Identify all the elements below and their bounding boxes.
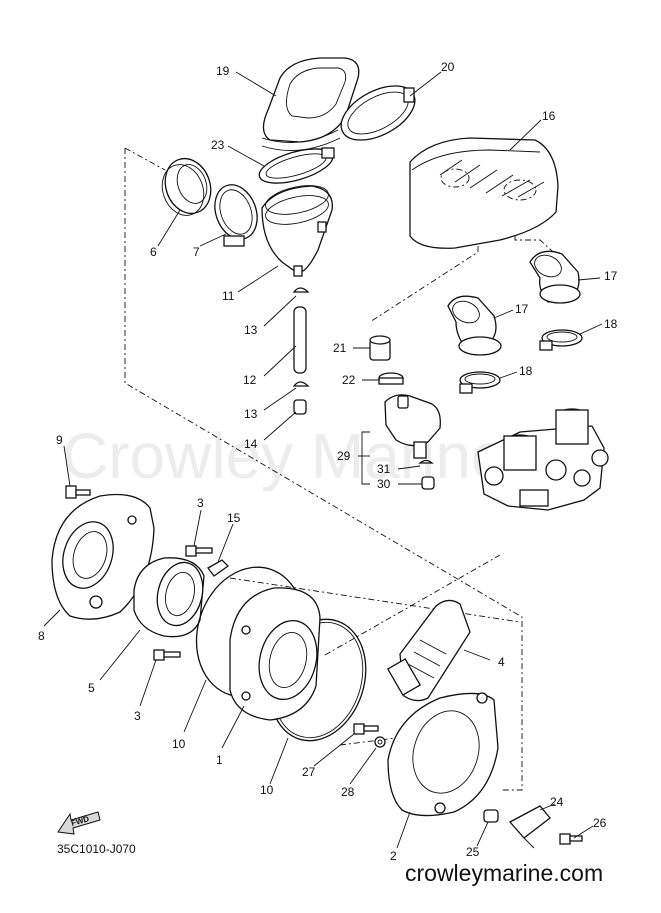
part-3-screw-upper: [185, 545, 213, 557]
callout-5: 5: [88, 681, 95, 695]
callout-10-right: 10: [260, 783, 274, 797]
callout-24: 24: [550, 795, 564, 809]
part-16-air-box: [409, 137, 559, 249]
callout-2: 2: [390, 849, 397, 863]
watermark: Crowley Marine: [62, 420, 507, 492]
part-7-hose-clamp: [214, 184, 258, 247]
part-28-washer: [374, 736, 386, 748]
callout-20: 20: [441, 60, 455, 74]
part-13-clip-lower: [292, 381, 310, 387]
callout-17-left: 17: [515, 302, 529, 316]
part-24-lever: [508, 805, 551, 849]
callout-18-left: 18: [519, 364, 533, 378]
brand-url: crowleymarine.com: [405, 860, 603, 886]
part-6-seal-ring: [161, 157, 212, 216]
part-17-joint-right: [529, 250, 581, 304]
diagram-code: 35C1010-J070: [57, 842, 136, 856]
leader-lines: [43, 71, 603, 849]
callout-3-upper: 3: [197, 496, 204, 510]
part-11-chamber: [261, 185, 333, 277]
part-26-bolt: [559, 833, 583, 845]
part-25-grommet: [483, 809, 499, 823]
part-31-clip: [418, 459, 434, 464]
part-21-grommet: [369, 335, 391, 361]
part-2-cover: [387, 692, 499, 817]
part-18-clamp-left: [459, 371, 501, 394]
callout-14: 14: [244, 437, 258, 451]
part-29-drain-box: [384, 394, 441, 459]
part-20-clamp: [340, 85, 416, 141]
fwd-arrow-icon: FWD: [57, 811, 101, 835]
part-4-duct: [386, 599, 471, 702]
callout-21: 21: [333, 341, 347, 355]
callout-22: 22: [342, 373, 356, 387]
callout-9: 9: [56, 433, 63, 447]
callout-7: 7: [193, 245, 200, 259]
part-1-case: [229, 587, 321, 721]
callout-1: 1: [216, 753, 223, 767]
callout-23: 23: [211, 138, 225, 152]
callout-25: 25: [466, 845, 480, 859]
callout-27: 27: [302, 765, 316, 779]
callout-31: 31: [377, 462, 391, 476]
part-8-outer-cover: [51, 493, 155, 620]
part-19-intake-duct: [261, 57, 360, 151]
part-17-joint-left: [447, 295, 502, 356]
callout-19: 19: [216, 64, 230, 78]
part-18-clamp-right: [539, 329, 583, 351]
part-23-gasket: [258, 147, 335, 184]
part-13-clip-upper: [292, 287, 310, 293]
part-14-plug: [293, 399, 307, 415]
callout-30: 30: [377, 477, 391, 491]
callout-29: 29: [337, 449, 351, 463]
throttle-body: [477, 408, 609, 511]
callout-6: 6: [150, 245, 157, 259]
callout-12: 12: [243, 373, 257, 387]
callout-4: 4: [498, 655, 505, 669]
part-9-bolt: [65, 485, 91, 499]
callout-18-right: 18: [604, 317, 618, 331]
callout-17-right: 17: [604, 269, 618, 283]
part-5-filter: [133, 557, 205, 638]
callout-11: 11: [222, 289, 235, 303]
callout-16: 16: [542, 109, 556, 123]
part-15-bracket: [207, 559, 230, 577]
part-12-hose: [293, 306, 307, 374]
part-27-bolt: [353, 723, 379, 735]
callout-28: 28: [341, 785, 355, 799]
callout-15: 15: [227, 511, 241, 525]
callout-13-lower: 13: [244, 407, 258, 421]
part-22-clip: [378, 372, 404, 385]
callout-10-left: 10: [172, 737, 186, 751]
callout-8: 8: [38, 629, 45, 643]
callout-3-lower: 3: [134, 709, 141, 723]
part-30-plug: [421, 476, 435, 490]
callout-13-upper: 13: [244, 323, 258, 337]
callouts: 19 20 16 23 6 7 11 13 12 13 14 17 17 18 …: [38, 60, 618, 863]
part-3-screw-lower: [153, 649, 181, 661]
callout-26: 26: [593, 816, 607, 830]
